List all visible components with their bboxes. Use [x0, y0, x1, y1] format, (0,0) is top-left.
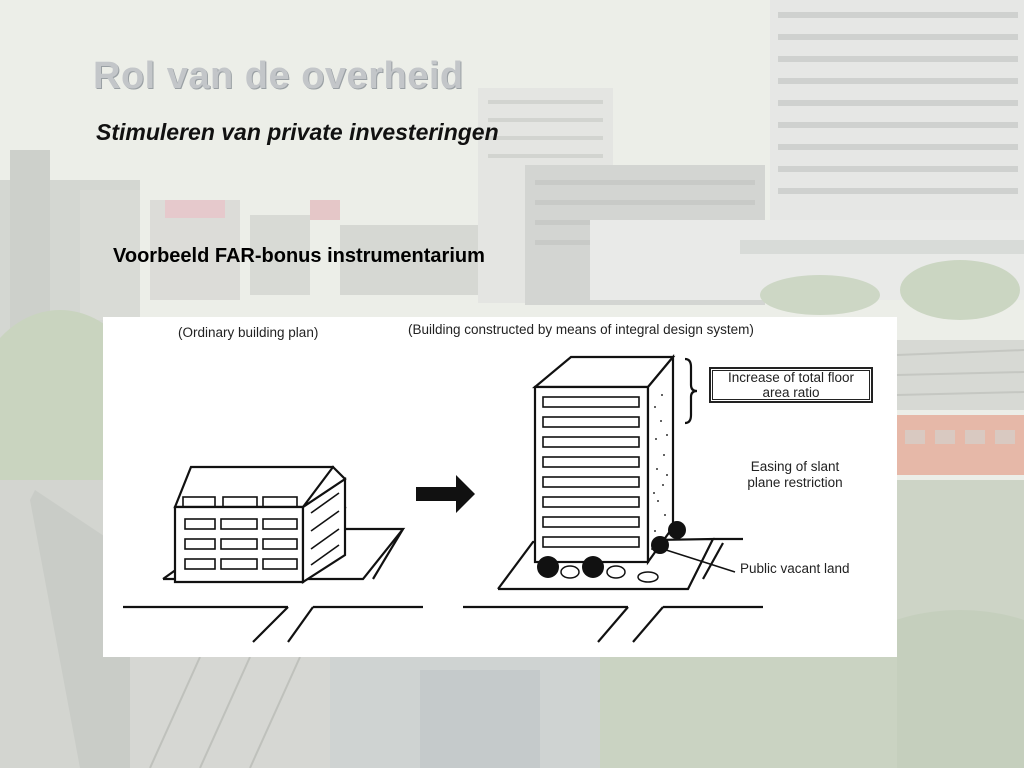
far-bonus-diagram: (Ordinary building plan) (Building const…	[103, 317, 897, 657]
left-caption: (Ordinary building plan)	[178, 325, 319, 340]
tall-building	[531, 353, 676, 566]
arrow-icon	[416, 475, 475, 513]
trees-public-space	[537, 521, 686, 578]
section-label: Voorbeeld FAR-bonus instrumentarium	[113, 245, 485, 267]
planters	[560, 565, 659, 583]
callout-slant-plane: Easing of slant plane restriction	[747, 459, 843, 490]
callout-far-increase: Increase of total floor area ratio	[709, 367, 873, 403]
slide-title: Rol van de overheid	[93, 55, 464, 97]
far-increase-brace	[684, 357, 698, 425]
callout-public-vacant-land: Public vacant land	[740, 561, 850, 576]
ordinary-building-windows	[182, 492, 340, 570]
diagram-drawing	[123, 353, 763, 643]
slide-subtitle: Stimuleren van private investeringen	[96, 119, 499, 145]
ordinary-building	[173, 465, 347, 585]
tall-building-windows	[542, 396, 640, 548]
right-caption: (Building constructed by means of integr…	[408, 322, 754, 337]
